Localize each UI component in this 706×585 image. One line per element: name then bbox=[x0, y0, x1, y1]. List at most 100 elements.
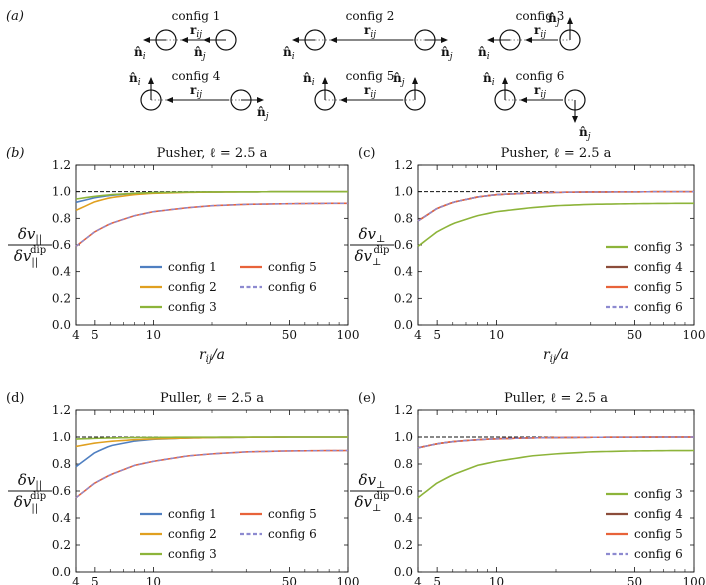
rij-label: rij bbox=[534, 83, 546, 100]
legend-label: config 3 bbox=[634, 240, 683, 254]
series-line-config-4 bbox=[417, 436, 694, 449]
x-tick-label: 50 bbox=[282, 575, 297, 585]
y-tick-label: 0.2 bbox=[52, 291, 71, 305]
legend-item: config 3 bbox=[606, 240, 683, 254]
y-label-numerator: δv|| bbox=[18, 471, 42, 491]
legend-item: config 2 bbox=[140, 527, 217, 541]
legend-label: config 1 bbox=[168, 260, 217, 274]
y-label-denominator: δv⊥dip bbox=[355, 491, 390, 514]
legend-item: config 4 bbox=[606, 507, 683, 521]
legend-label: config 6 bbox=[268, 527, 317, 541]
y-tick-label: 0.6 bbox=[394, 484, 413, 498]
nj-label: n̂j bbox=[257, 105, 269, 122]
series-line-config-3 bbox=[417, 449, 695, 499]
y-label-denominator: δv||dip bbox=[14, 245, 46, 268]
schematic-config-label: config 4 bbox=[172, 69, 221, 83]
legend-item: config 6 bbox=[240, 280, 317, 294]
x-tick-label: 4 bbox=[414, 328, 422, 342]
y-tick-label: 1.2 bbox=[394, 403, 413, 417]
panel-tag: (d) bbox=[6, 391, 24, 406]
rij-label: rij bbox=[364, 83, 376, 100]
y-label-numerator: δv|| bbox=[18, 225, 42, 245]
y-axis-label: δv⊥δv⊥dip bbox=[350, 471, 394, 514]
schematic-config-label: config 3 bbox=[516, 9, 565, 23]
legend-item: config 4 bbox=[606, 260, 683, 274]
chart-title: Puller, ℓ = 2.5 a bbox=[160, 391, 264, 406]
y-tick-label: 1.0 bbox=[52, 185, 71, 199]
legend-item: config 5 bbox=[240, 507, 317, 521]
x-tick-label: 100 bbox=[337, 575, 360, 585]
legend-label: config 3 bbox=[634, 487, 683, 501]
legend-label: config 2 bbox=[168, 280, 217, 294]
rij-label: rij bbox=[190, 83, 202, 100]
y-axis-label: δv||δv||dip bbox=[8, 225, 52, 268]
rij-label: rij bbox=[364, 23, 376, 40]
chart-title: Puller, ℓ = 2.5 a bbox=[504, 391, 608, 406]
y-tick-label: 1.2 bbox=[52, 403, 71, 417]
y-tick-label: 0.6 bbox=[394, 238, 413, 252]
y-tick-label: 0.8 bbox=[394, 457, 413, 471]
legend-item: config 3 bbox=[140, 547, 217, 561]
ni-label: n̂i bbox=[283, 45, 295, 62]
legend-label: config 6 bbox=[634, 300, 683, 314]
x-tick-label: 50 bbox=[627, 328, 642, 342]
y-label-denominator: δv||dip bbox=[14, 491, 46, 514]
nj-label: n̂j bbox=[393, 71, 405, 88]
x-tick-label: 50 bbox=[627, 575, 642, 585]
series-line-config-3 bbox=[75, 190, 348, 200]
y-tick-label: 0.2 bbox=[394, 291, 413, 305]
rij-label: rij bbox=[534, 23, 546, 40]
y-tick-label: 1.2 bbox=[394, 158, 413, 172]
y-tick-label: 0.2 bbox=[394, 538, 413, 552]
x-tick-label: 5 bbox=[433, 575, 441, 585]
legend-label: config 5 bbox=[268, 507, 317, 521]
y-tick-label: 1.2 bbox=[52, 158, 71, 172]
legend-label: config 2 bbox=[168, 527, 217, 541]
legend-label: config 4 bbox=[634, 507, 683, 521]
ni-label: n̂i bbox=[303, 71, 315, 88]
schematic-config-label: config 6 bbox=[516, 69, 565, 83]
legend-item: config 2 bbox=[140, 280, 217, 294]
x-tick-label: 10 bbox=[146, 575, 161, 585]
x-axis-label: rij/a bbox=[199, 347, 225, 365]
nj-label: n̂j bbox=[548, 11, 560, 28]
panel-tag: (c) bbox=[358, 146, 375, 161]
chart-panel-c: (c)Pusher, ℓ = 2.5 a0.00.20.40.60.81.01.… bbox=[350, 146, 705, 365]
chart-panel-e: (e)Puller, ℓ = 2.5 a0.00.20.40.60.81.01.… bbox=[350, 391, 705, 585]
legend-label: config 4 bbox=[634, 260, 683, 274]
y-tick-label: 1.0 bbox=[52, 430, 71, 444]
y-tick-label: 0.4 bbox=[52, 265, 71, 279]
series-line-config-6 bbox=[75, 449, 349, 499]
chart-panels: (b)Pusher, ℓ = 2.5 a0.00.20.40.60.81.01.… bbox=[6, 146, 705, 585]
y-tick-label: 0.4 bbox=[394, 511, 413, 525]
x-tick-label: 100 bbox=[683, 575, 706, 585]
legend-label: config 6 bbox=[634, 547, 683, 561]
figure-label-a: (a) bbox=[6, 9, 24, 24]
series-line-config-6 bbox=[75, 202, 349, 247]
y-axis-label: δv⊥δv⊥dip bbox=[350, 225, 394, 268]
x-tick-label: 5 bbox=[91, 328, 99, 342]
x-tick-label: 100 bbox=[337, 328, 360, 342]
series-line-config-3 bbox=[75, 436, 348, 440]
legend-item: config 5 bbox=[606, 527, 683, 541]
series-line-config-5 bbox=[417, 436, 694, 449]
legend-item: config 6 bbox=[606, 300, 683, 314]
legend-item: config 1 bbox=[140, 507, 217, 521]
legend: config 3 config 4 config 5 config 6 bbox=[606, 487, 683, 561]
chart-panel-b: (b)Pusher, ℓ = 2.5 a0.00.20.40.60.81.01.… bbox=[6, 146, 359, 365]
ni-label: n̂i bbox=[483, 71, 495, 88]
panel-tag: (e) bbox=[358, 391, 376, 406]
x-axis-label: rij/a bbox=[543, 347, 569, 365]
legend-item: config 1 bbox=[140, 260, 217, 274]
legend-label: config 5 bbox=[268, 260, 317, 274]
legend-item: config 6 bbox=[240, 527, 317, 541]
nj-label: n̂j bbox=[441, 45, 453, 62]
y-tick-label: 0.8 bbox=[52, 211, 71, 225]
chart-title: Pusher, ℓ = 2.5 a bbox=[157, 146, 268, 161]
